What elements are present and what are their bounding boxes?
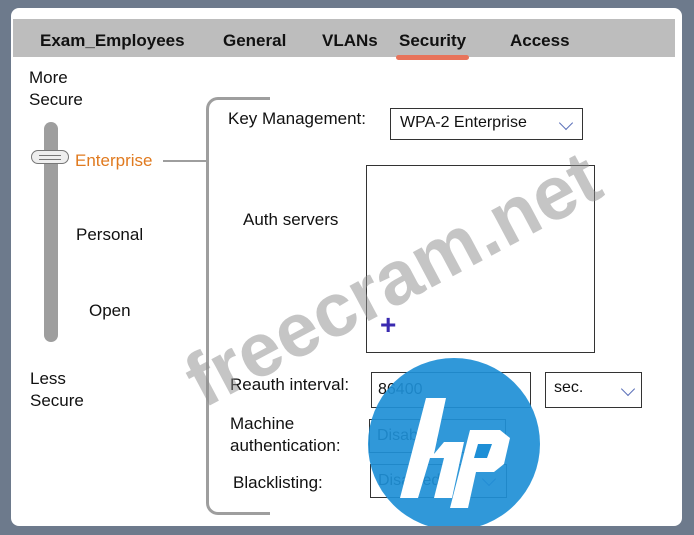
chevron-down-icon <box>620 381 636 397</box>
enterprise-connector-line <box>163 160 209 162</box>
less-secure-label-line1: Less <box>30 369 66 388</box>
enterprise-options-bracket <box>206 97 270 515</box>
reauth-interval-value: 86400 <box>378 381 423 398</box>
level-enterprise[interactable]: Enterprise <box>75 151 153 170</box>
key-management-value: WPA-2 Enterprise <box>400 114 527 131</box>
security-settings-panel: Exam_Employees General VLANs Security Ac… <box>11 8 682 526</box>
chevron-down-icon <box>481 471 497 487</box>
tab-bar: Exam_Employees General VLANs Security Ac… <box>13 19 675 60</box>
key-management-dropdown[interactable]: WPA-2 Enterprise <box>390 108 583 140</box>
blacklisting-value: Disabled <box>378 472 441 489</box>
reauth-interval-input[interactable]: 86400 <box>371 372 531 408</box>
more-secure-label-line2: Secure <box>29 90 83 109</box>
level-personal[interactable]: Personal <box>76 225 144 244</box>
security-level-slider-track[interactable] <box>44 122 58 342</box>
machine-auth-label-line1: Machine <box>230 414 295 433</box>
machine-auth-value: Disabled <box>377 427 440 444</box>
chevron-down-icon <box>558 115 574 131</box>
auth-servers-label: Auth servers <box>243 210 339 229</box>
tab-general[interactable]: General <box>223 31 287 50</box>
plus-icon[interactable]: + <box>380 309 397 340</box>
more-secure-label-line1: More <box>29 68 68 87</box>
tab-access[interactable]: Access <box>510 31 570 50</box>
tab-security[interactable]: Security <box>395 31 470 60</box>
blacklisting-dropdown[interactable]: Disabled <box>370 464 507 498</box>
reauth-unit-dropdown[interactable]: sec. <box>545 372 642 408</box>
tab-vlans[interactable]: VLANs <box>322 31 378 50</box>
reauth-unit-value: sec. <box>554 379 584 396</box>
tab-exam-employees[interactable]: Exam_Employees <box>40 31 185 50</box>
reauth-interval-label: Reauth interval: <box>230 375 350 394</box>
key-management-label: Key Management: <box>228 109 366 128</box>
less-secure-label-line2: Secure <box>30 391 84 410</box>
chevron-down-icon <box>480 426 496 442</box>
auth-servers-list[interactable]: + <box>366 165 595 353</box>
machine-auth-dropdown[interactable]: Disabled <box>369 419 506 453</box>
machine-auth-label-line2: authentication: <box>230 436 341 455</box>
security-level-slider-thumb[interactable] <box>31 150 69 164</box>
level-open[interactable]: Open <box>89 301 131 320</box>
blacklisting-label: Blacklisting: <box>233 473 323 492</box>
